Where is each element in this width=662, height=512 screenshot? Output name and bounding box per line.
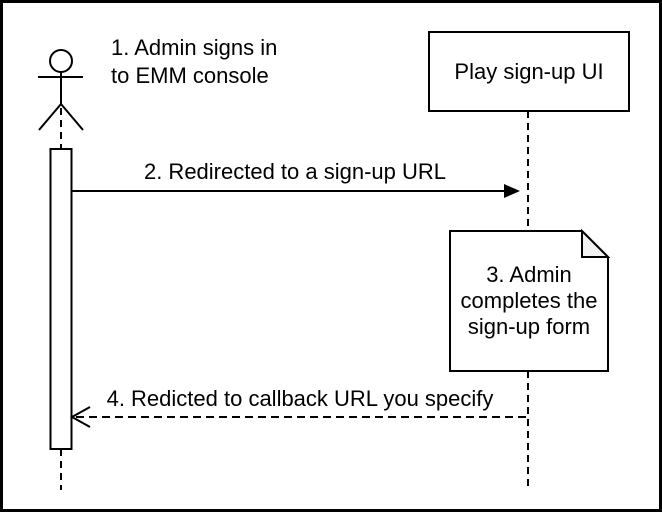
note-fold-corner xyxy=(581,228,611,258)
actor-leg-right xyxy=(60,103,84,131)
actor-head xyxy=(49,49,73,73)
note-label-line1: 3. Admin xyxy=(486,262,572,287)
note-label: 3. Admin completes the sign-up form xyxy=(450,231,608,371)
message-4-label: 4. Redicted to callback URL you specify xyxy=(106,386,494,411)
note-shape xyxy=(449,230,609,372)
participant-box xyxy=(428,31,630,112)
actor-figure xyxy=(38,49,84,131)
note-label-line2: completes the xyxy=(460,288,598,313)
actor-label-line1: 1. Admin signs in xyxy=(111,35,278,60)
message-4-arrowhead-icon xyxy=(69,406,91,428)
participant-box-label: Play sign-up UI xyxy=(454,58,604,84)
actor-activation-bar xyxy=(49,148,73,450)
message-2-label: 2. Redirected to a sign-up URL xyxy=(143,159,447,184)
actor-leg-left xyxy=(38,103,62,131)
actor-label: 1. Admin signs in to EMM console xyxy=(111,34,277,90)
actor-label-line2: to EMM console xyxy=(111,63,269,88)
note-label-line3: sign-up form xyxy=(467,314,591,339)
message-2-arrowhead-icon xyxy=(504,184,520,198)
